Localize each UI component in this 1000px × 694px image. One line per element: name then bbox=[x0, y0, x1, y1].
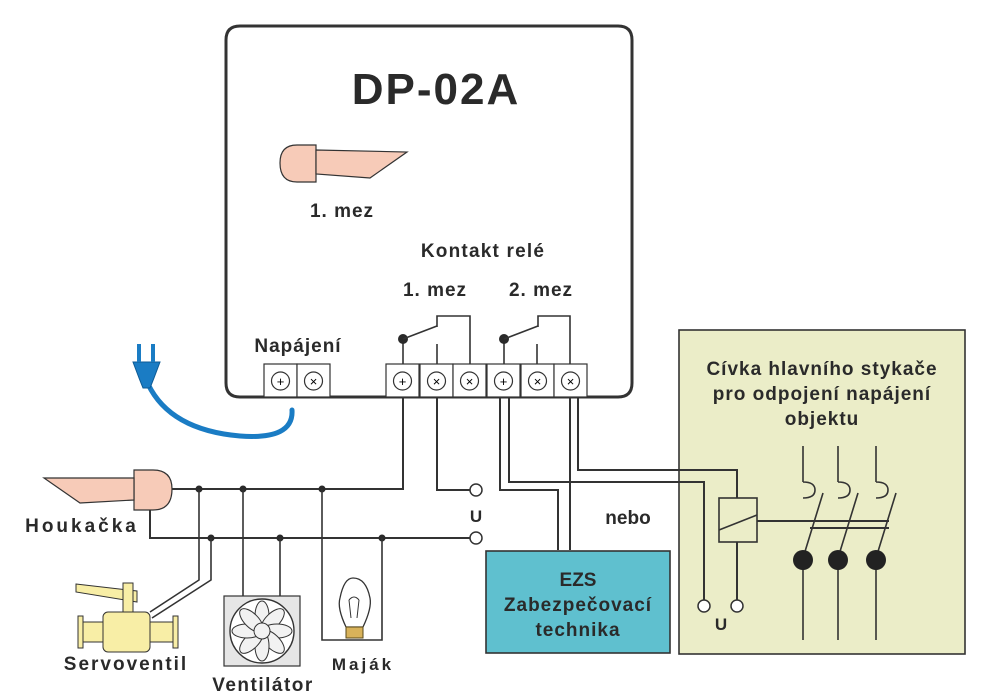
servo-valve-label: Servoventil bbox=[64, 654, 188, 675]
screw-plus-icon: + bbox=[399, 374, 407, 389]
screw-terminal: × bbox=[452, 363, 487, 398]
wire-relay2-a bbox=[499, 397, 559, 550]
screw-terminal: + bbox=[263, 363, 298, 398]
screw-plus-icon: + bbox=[500, 374, 508, 389]
contactor-pole bbox=[875, 446, 897, 640]
alarm-system-box bbox=[485, 550, 671, 654]
wire-return bbox=[149, 500, 470, 539]
siren-label: Houkačka bbox=[25, 516, 139, 537]
limit1-indicator-label: 1. mez bbox=[310, 201, 374, 222]
alarm-box-line2: Zabezpečovací bbox=[504, 595, 652, 616]
power-label: Napájení bbox=[254, 336, 341, 357]
power-plug-icon bbox=[132, 344, 295, 439]
screw-terminal: × bbox=[520, 363, 555, 398]
relay1-label: 1. mez bbox=[403, 280, 467, 301]
screw-cross-icon: × bbox=[310, 374, 318, 389]
siren-icon bbox=[42, 469, 173, 511]
contactor-line2: pro odpojení napájení bbox=[713, 384, 931, 405]
fan-label: Ventilátor bbox=[212, 675, 314, 694]
or-label: nebo bbox=[605, 508, 650, 529]
wire-relay1-no bbox=[436, 397, 470, 491]
screw-terminal: + bbox=[385, 363, 420, 398]
contactor-coil-symbol bbox=[718, 497, 889, 600]
wire-valve-b bbox=[151, 538, 212, 619]
contactor-line1: Cívka hlavního stykače bbox=[706, 359, 937, 380]
contactor-pole bbox=[837, 446, 859, 640]
screw-plus-icon: + bbox=[277, 374, 285, 389]
coil-terminal-left bbox=[697, 599, 711, 613]
relay2-contact-symbol bbox=[499, 315, 571, 364]
device-enclosure bbox=[224, 24, 634, 399]
relay1-contact-symbol bbox=[398, 315, 471, 364]
terminal-u-bottom bbox=[469, 531, 483, 545]
screw-cross-icon: × bbox=[534, 374, 542, 389]
terminal-blocks: + × + × × + × × bbox=[263, 363, 588, 398]
pole-contact-dot bbox=[866, 550, 886, 570]
terminal-u-top bbox=[469, 483, 483, 497]
alarm-box-line3: technika bbox=[535, 620, 620, 641]
wire-beacon bbox=[321, 489, 383, 641]
wire-valve-a bbox=[149, 489, 200, 613]
beacon-label: Maják bbox=[332, 655, 394, 674]
fan-icon bbox=[223, 595, 301, 667]
relay-section-title: Kontakt relé bbox=[421, 241, 545, 262]
screw-terminal: × bbox=[419, 363, 454, 398]
screw-cross-icon: × bbox=[466, 374, 474, 389]
alarm-box-line1: EZS bbox=[560, 570, 597, 591]
contactor-main-poles bbox=[793, 446, 897, 640]
wire-relay1-common bbox=[172, 397, 404, 490]
contactor-pole bbox=[802, 446, 824, 640]
horn-indicator-icon bbox=[279, 144, 409, 183]
coil-terminal-right bbox=[730, 599, 744, 613]
wire-relay2-b bbox=[508, 397, 705, 600]
servo-valve-icon bbox=[75, 582, 179, 653]
contactor-box bbox=[678, 329, 966, 655]
screw-terminal: + bbox=[486, 363, 521, 398]
device-title: DP-02A bbox=[352, 65, 521, 114]
fan-hub bbox=[253, 622, 271, 640]
screw-terminal: × bbox=[296, 363, 331, 398]
relay2-label: 2. mez bbox=[509, 280, 573, 301]
coil-voltage-label: U bbox=[715, 615, 727, 634]
pole-contact-dot bbox=[828, 550, 848, 570]
beacon-bulb-icon bbox=[338, 577, 371, 639]
voltage-label: U bbox=[470, 507, 482, 526]
screw-terminal: × bbox=[553, 363, 588, 398]
contactor-line3: objektu bbox=[785, 409, 860, 430]
wire-relay2-d bbox=[577, 397, 738, 498]
screw-cross-icon: × bbox=[433, 374, 441, 389]
screw-cross-icon: × bbox=[567, 374, 575, 389]
pole-contact-dot bbox=[793, 550, 813, 570]
